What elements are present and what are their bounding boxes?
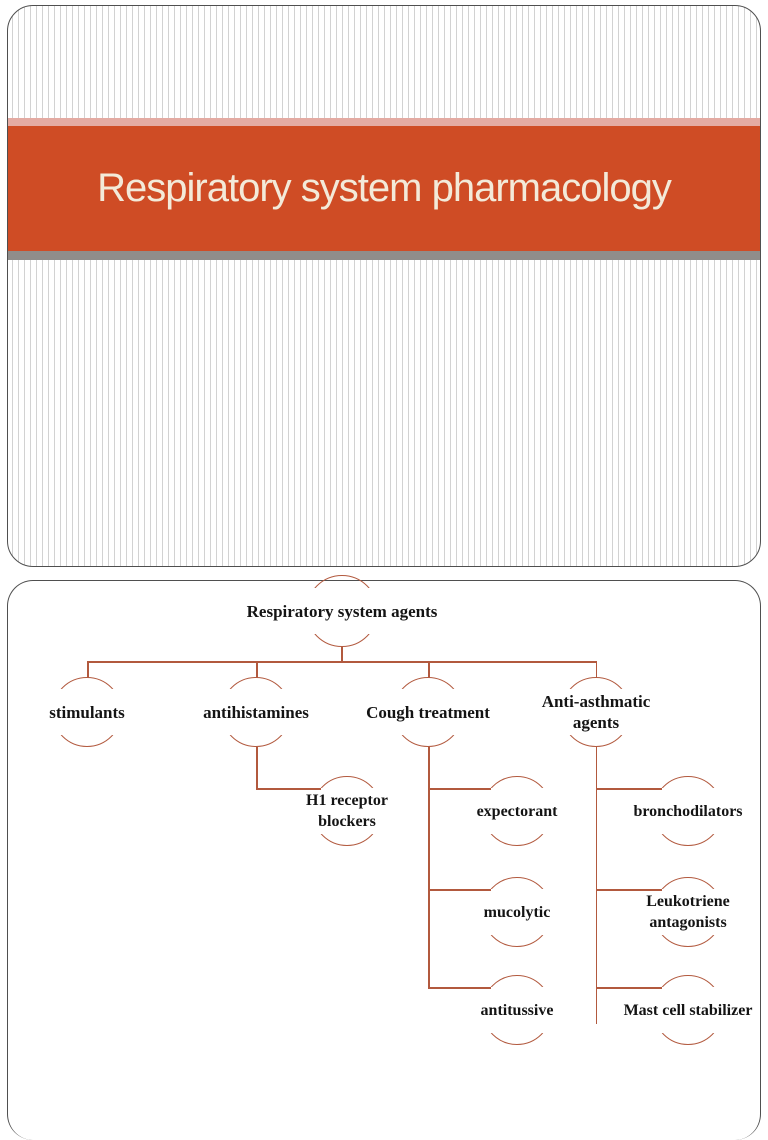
connector-line xyxy=(341,647,343,662)
connector-line xyxy=(428,788,491,790)
node-antitussive: antitussive xyxy=(475,987,559,1033)
connector-line xyxy=(428,661,430,678)
connector-line xyxy=(428,889,491,891)
org-chart: Respiratory system agents stimulants ant… xyxy=(45,575,753,1045)
node-stimulants: stimulants xyxy=(45,689,129,735)
node-mast-cell-stabilizer: Mast cell stabilizer xyxy=(619,987,757,1033)
connector-line xyxy=(256,747,258,789)
node-leukotriene-antagonists: Leukotriene antagonists xyxy=(635,889,741,935)
connector-line xyxy=(256,661,258,678)
connector-line xyxy=(87,661,597,663)
connector-line xyxy=(596,987,662,989)
connector-line xyxy=(596,889,662,891)
connector-line xyxy=(428,987,491,989)
connector-line xyxy=(595,661,597,678)
slide-title: Respiratory system pharmacology xyxy=(97,166,672,210)
slide-1-page: Respiratory system pharmacology xyxy=(7,5,761,567)
node-expectorant: expectorant xyxy=(472,788,562,834)
connector-line xyxy=(256,788,321,790)
gray-strip xyxy=(8,251,760,260)
node-root: Respiratory system agents xyxy=(242,588,442,634)
node-anti-asthmatic-agents: Anti-asthmatic agents xyxy=(533,689,659,735)
node-h1-receptor-blockers: H1 receptor blockers xyxy=(295,788,399,834)
title-banner: Respiratory system pharmacology xyxy=(8,126,760,251)
connector-line xyxy=(595,747,597,1024)
node-cough-treatment: Cough treatment xyxy=(362,689,494,735)
pink-strip xyxy=(8,118,760,126)
node-mucolytic: mucolytic xyxy=(475,889,559,935)
connector-line xyxy=(428,747,430,988)
connector-line xyxy=(87,661,89,678)
connector-line xyxy=(596,788,662,790)
node-antihistamines: antihistamines xyxy=(199,689,313,735)
node-bronchodilators: bronchodilators xyxy=(629,788,747,834)
